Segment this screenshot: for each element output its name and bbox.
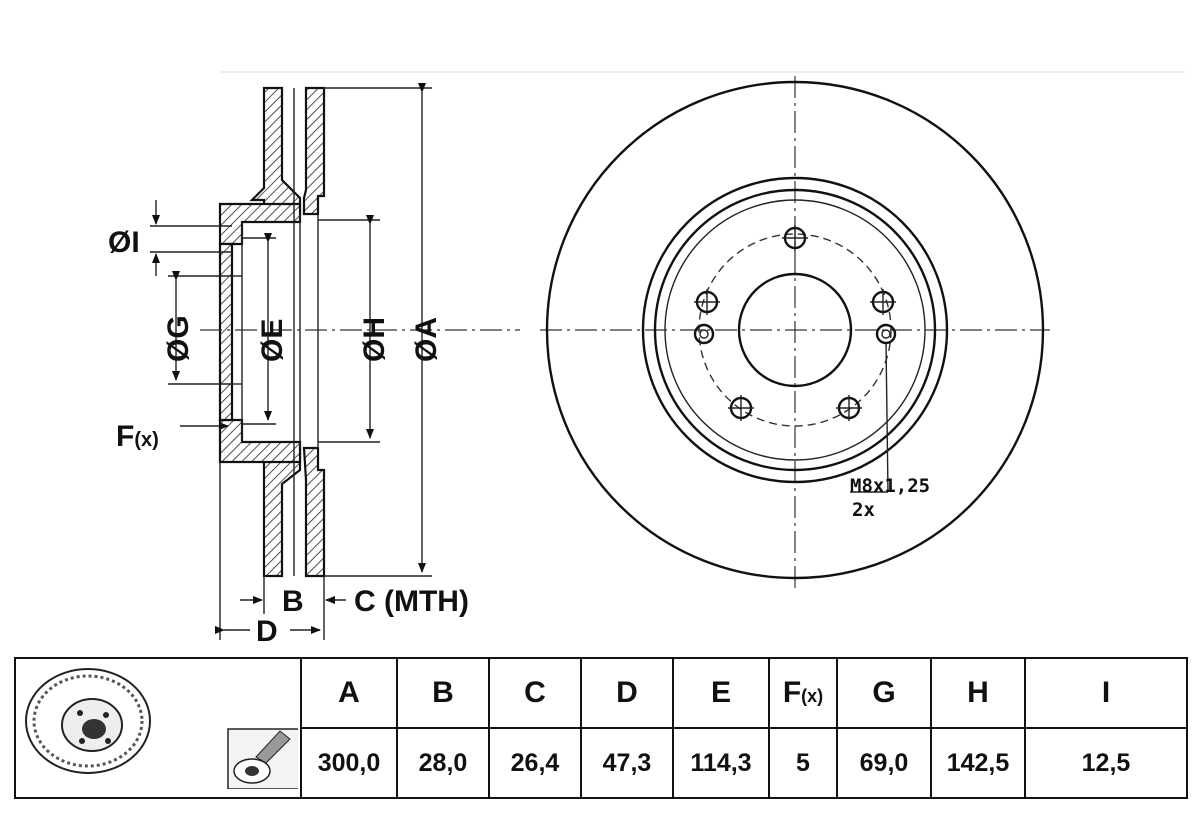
value-i: 12,5 — [1024, 727, 1188, 799]
brake-disc-technical-drawing: ØI ØG ØE ØH ØA F(x) B C (MTH) D M8x1,25 … — [108, 71, 1185, 648]
thread-count-label: 2x — [852, 499, 875, 521]
value-a: 300,0 — [300, 727, 398, 799]
label-dia-h: ØH — [358, 317, 391, 362]
stud-hole — [870, 289, 896, 315]
label-dia-i: ØI — [108, 226, 140, 259]
hat-outer-edge — [653, 188, 937, 472]
stud-hole — [694, 289, 720, 315]
value-e: 114,3 — [672, 727, 770, 799]
bolt-circle — [698, 233, 892, 427]
disc-outer-edge — [545, 80, 1045, 580]
threaded-hole — [693, 323, 715, 345]
label-dia-a: ØA — [410, 317, 443, 362]
rotor-right-flange-top — [302, 86, 326, 216]
thread-spec-label: M8x1,25 — [850, 475, 930, 497]
header-g: G — [836, 657, 932, 729]
rotor-right-flange-bottom — [302, 446, 326, 578]
label-c-mth: C (MTH) — [354, 585, 469, 618]
label-dia-e: ØE — [256, 319, 289, 362]
rotor-left-flange-top — [249, 86, 302, 216]
friction-ring-inner-edge — [641, 176, 949, 484]
label-d: D — [256, 615, 278, 648]
disc-perspective-icon — [25, 668, 151, 774]
hub-bottom-wall — [218, 418, 302, 464]
header-e: E — [672, 657, 770, 729]
header-a: A — [300, 657, 398, 729]
value-b: 28,0 — [396, 727, 490, 799]
threaded-hole — [875, 323, 897, 345]
header-i: I — [1024, 657, 1188, 729]
stud-hole — [836, 395, 862, 421]
label-dia-g: ØG — [162, 315, 195, 362]
side-section-view: ØI ØG ØE ØH ØA F(x) B C (MTH) D — [108, 71, 1185, 648]
value-g: 69,0 — [836, 727, 932, 799]
header-d: D — [580, 657, 674, 729]
value-h: 142,5 — [930, 727, 1026, 799]
value-d: 47,3 — [580, 727, 674, 799]
disc-thumbnail-illustration — [25, 668, 301, 790]
stud-hole — [728, 395, 754, 421]
center-bore — [737, 272, 853, 388]
value-c: 26,4 — [488, 727, 582, 799]
label-b: B — [282, 585, 304, 618]
front-view: M8x1,25 2x — [540, 76, 1050, 590]
dimension-table: A B C D E F(x) G H I 300,0 28,0 26,4 47,… — [14, 657, 1188, 799]
stud-hole — [782, 225, 808, 251]
header-b: B — [396, 657, 490, 729]
label-f: F(x) — [116, 420, 159, 453]
header-f: F(x) — [768, 657, 838, 729]
caliper-icon — [227, 728, 301, 790]
header-h: H — [930, 657, 1026, 729]
value-f: 5 — [768, 727, 838, 799]
hub-face — [218, 242, 234, 422]
product-thumbnail-cell — [14, 657, 302, 799]
header-c: C — [488, 657, 582, 729]
